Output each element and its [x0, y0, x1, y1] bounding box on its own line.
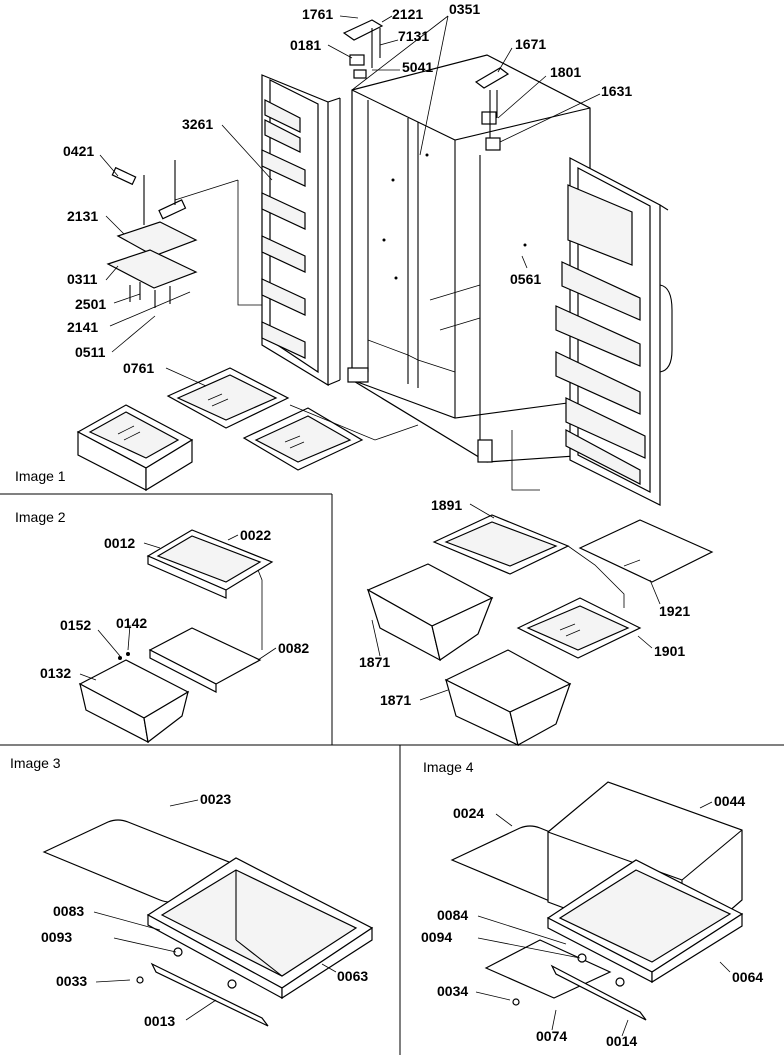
part-label: 3261 — [182, 116, 213, 132]
part-label: 0084 — [437, 907, 468, 923]
freezer-shelves — [76, 367, 419, 492]
part-label: 0024 — [453, 805, 484, 821]
part-label: 0094 — [421, 929, 452, 945]
part-label: 0142 — [116, 615, 147, 631]
image-2-drawing — [78, 529, 274, 744]
part-label: 1671 — [515, 36, 546, 52]
part-label: 0311 — [67, 271, 98, 287]
part-label: 0023 — [200, 791, 231, 807]
part-label: 0022 — [240, 527, 271, 543]
fresh-food-shelves — [366, 430, 714, 747]
cabinet — [347, 54, 591, 463]
part-label: 7131 — [398, 28, 429, 44]
part-label: 1891 — [431, 497, 462, 513]
door-shelves-left — [261, 99, 306, 359]
part-label: 0511 — [75, 344, 106, 360]
panel-title-image-1: Image 1 — [15, 468, 66, 484]
part-label: 0082 — [278, 640, 309, 656]
part-label: 0181 — [290, 37, 321, 53]
left-door — [261, 74, 341, 387]
part-label: 1761 — [302, 6, 333, 22]
part-label: 2141 — [67, 319, 98, 335]
part-label: 0013 — [144, 1013, 175, 1029]
part-label: 0093 — [41, 929, 72, 945]
part-label: 0561 — [510, 271, 541, 287]
part-label: 0761 — [123, 360, 154, 376]
shelf-assembly — [106, 160, 262, 308]
part-label: 0034 — [437, 983, 468, 999]
part-label: 0063 — [337, 968, 368, 984]
part-label: 5041 — [402, 59, 433, 75]
part-label: 0064 — [732, 969, 763, 985]
image-3-drawing — [42, 819, 374, 1027]
image-1-drawing — [76, 19, 714, 747]
part-label: 0014 — [606, 1033, 637, 1049]
part-label: 0083 — [53, 903, 84, 919]
part-label: 0033 — [56, 973, 87, 989]
part-label: 1871 — [380, 692, 411, 708]
part-label: 0044 — [714, 793, 745, 809]
panel-titles: Image 1 Image 2 Image 3 Image 4 — [10, 468, 474, 775]
image-4-drawing — [450, 781, 744, 1021]
part-label: 0351 — [449, 1, 480, 17]
door-bins-right — [555, 184, 646, 485]
part-label: 1871 — [359, 654, 390, 670]
part-label: 1631 — [601, 83, 632, 99]
panel-frames — [0, 493, 784, 1055]
part-label: 1801 — [550, 64, 581, 80]
part-label: 0012 — [104, 535, 135, 551]
leader-lines — [79, 15, 731, 1037]
part-label: 0074 — [536, 1028, 567, 1044]
part-labels: 1761 2121 0351 0181 7131 1671 5041 1801 … — [40, 1, 763, 1049]
panel-title-image-4: Image 4 — [423, 759, 474, 775]
part-label: 1921 — [659, 603, 690, 619]
top-hinges — [342, 19, 510, 151]
part-label: 0152 — [60, 617, 91, 633]
part-label: 2121 — [392, 6, 423, 22]
part-label: 0132 — [40, 665, 71, 681]
part-label: 2131 — [67, 208, 98, 224]
part-label: 1901 — [654, 643, 685, 659]
part-label: 2501 — [75, 296, 106, 312]
panel-title-image-3: Image 3 — [10, 755, 61, 771]
right-door — [555, 157, 673, 506]
part-label: 0421 — [63, 143, 94, 159]
panel-title-image-2: Image 2 — [15, 509, 66, 525]
